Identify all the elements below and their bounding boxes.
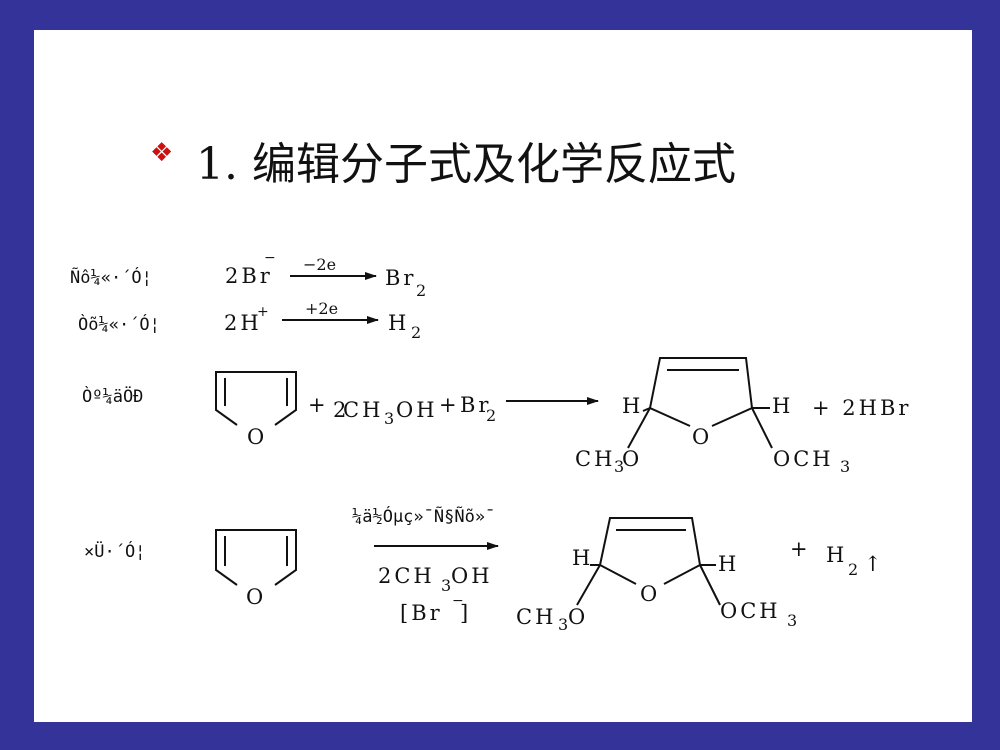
product-h-right: H [772,394,793,418]
cathode-reactant-charge: + [257,304,269,320]
cathode-product: H [388,311,409,335]
gas-evolution-arrow-icon: ↑ [864,552,885,576]
overall-methoxy-right-sub: 3 [787,611,797,630]
methanol-coefficient: 2 [333,398,349,422]
methanol-sub: 3 [384,409,394,428]
overall-methanol-b: OH [451,564,493,588]
hbr-byproduct: + 2HBr [812,396,911,420]
overall-methoxy-left: CH [516,605,556,629]
overall-furan-oxygen: O [246,585,266,609]
anode-product: Br [385,266,416,290]
overall-methanol-a: 2CH [378,564,435,588]
catalyst-close: ] [460,601,471,625]
dihydrofuran-product: H H O CH 3 O OCH 3 [575,357,850,476]
product-methoxy-left-sub: 3 [614,457,624,476]
overall-reaction: ×Ü·´Ó¦ O ¼ä½Óµç»¯Ñ§Ñõ»¯ 2CH 3 OH [Br − ]… [84,505,885,634]
furan-ring: O [215,371,297,449]
overall-methoxy-right: OCH [720,599,781,623]
diamond-bullet-icon: ❖ [150,138,174,168]
anode-reaction: Ñô¼«·´Ó¦ 2Br − −2e Br 2 [70,250,426,300]
solution-label: Òº¼äÖÐ [82,385,143,407]
overall-methoxy-left-o: O [568,605,588,629]
bromine-formula: Br [460,393,491,417]
product-methoxy-left-o: O [622,447,642,471]
bromine-sub: 2 [486,406,496,425]
overall-product-ring-oxygen: O [640,582,660,606]
overall-methanol-sub: 3 [441,576,451,595]
product-methoxy-right: OCH [773,447,834,471]
hydrogen-gas-sub: 2 [848,560,858,579]
cathode-arrow-label: +2e [305,299,338,318]
anode-reactant-charge: − [264,250,276,266]
cathode-reactant: 2H [224,311,262,335]
catalyst-charge: − [452,593,464,609]
anode-arrow-label: −2e [303,255,336,274]
solution-plus-2: + [439,393,460,417]
anode-product-sub: 2 [416,281,426,300]
cathode-label: Òõ¼«·´Ó¦ [78,313,160,335]
solution-reaction: Òº¼äÖÐ O + 2 CH 3 OH + Br 2 H H O CH [82,357,911,476]
overall-product-h-left: H [572,546,593,570]
slide-canvas [34,30,972,722]
overall-label: ×Ü·´Ó¦ [84,540,145,562]
hydrogen-gas: H [826,543,847,567]
methanol-formula-a: CH [343,398,383,422]
anode-reactant: 2Br [225,264,273,288]
product-methoxy-right-sub: 3 [840,457,850,476]
product-ring-oxygen: O [692,425,712,449]
overall-furan-ring: O [215,529,297,609]
product-methoxy-left: CH [575,447,615,471]
furan-oxygen: O [247,425,267,449]
cathode-product-sub: 2 [411,323,421,342]
overall-dihydrofuran-product: H H O CH 3 O OCH 3 [516,517,797,634]
overall-methoxy-left-sub: 3 [558,615,568,634]
overall-product-h-right: H [718,552,739,576]
overall-plus: + [790,537,811,561]
catalyst-bracket: [Br [400,601,443,625]
overall-condition: ¼ä½Óµç»¯Ñ§Ñõ»¯ [352,505,495,527]
product-h-left: H [622,394,643,418]
slide-title: 1. 编辑分子式及化学反应式 [196,139,736,190]
solution-plus-1: + [308,393,329,417]
cathode-reaction: Òõ¼«·´Ó¦ 2H + +2e H 2 [78,299,421,342]
methanol-formula-b: OH [396,398,438,422]
anode-label: Ñô¼«·´Ó¦ [70,266,152,288]
